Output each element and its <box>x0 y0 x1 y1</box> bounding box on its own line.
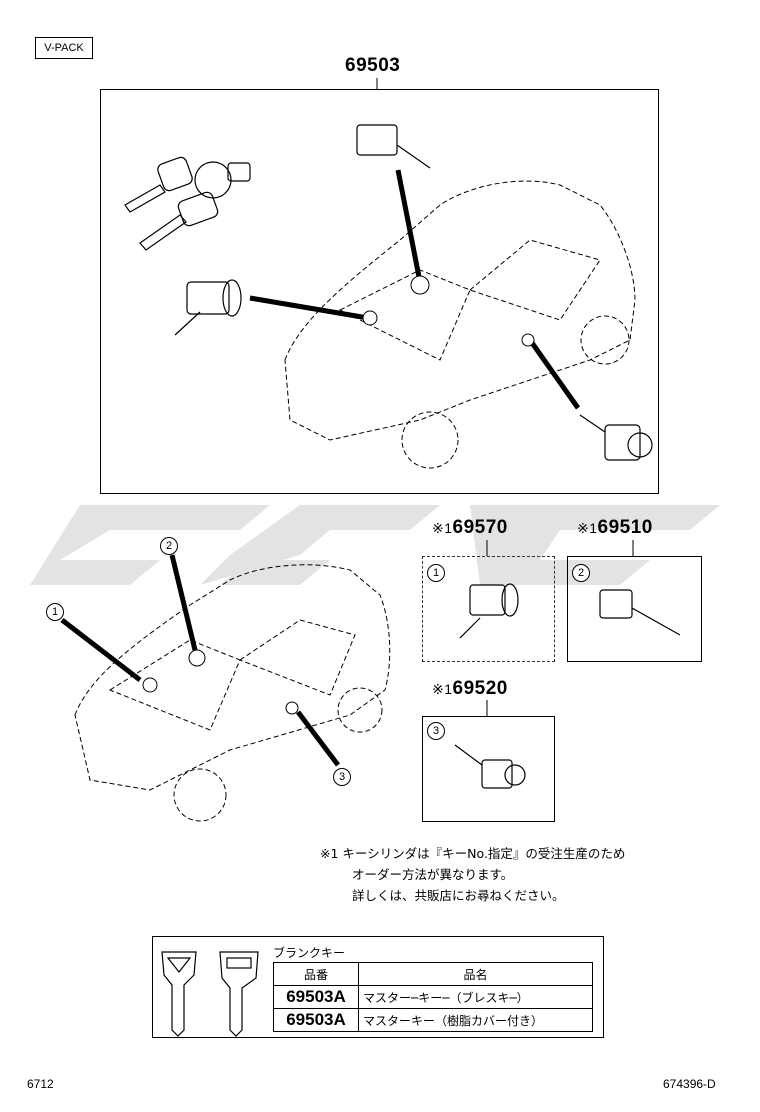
footer-drawing-id: 674396-D <box>663 1077 716 1091</box>
door-cylinder-icon <box>579 414 653 461</box>
row-2-part-number: 69503A <box>273 1008 359 1032</box>
sub-part-69510-ref: 2 <box>572 564 590 582</box>
footer-page-code: 6712 <box>27 1077 54 1091</box>
sub-part-69510-mark: ※1 <box>577 520 598 536</box>
table-row: 69503A マスター─キー─（ブレスキ─） <box>273 985 593 1009</box>
note-line-1: キーシリンダは『キーNo.指定』の受注生産のため <box>342 846 626 861</box>
row-2-part-name: マスターキー（樹脂カバー付き） <box>358 1008 593 1032</box>
main-kit-part-number: 69503 <box>345 55 401 76</box>
order-note: ※1 キーシリンダは『キーNo.指定』の受注生産のため オーダー方法が異なります… <box>320 843 740 906</box>
sub-part-69520-ref: 3 <box>427 722 445 740</box>
header-part-name: 品名 <box>358 962 593 986</box>
rear-door-cylinder-icon <box>356 124 431 169</box>
table-row: 69503A マスターキー（樹脂カバー付き） <box>273 1008 593 1032</box>
table-header-row: 品番 品名 <box>273 962 593 986</box>
row-1-part-number: 69503A <box>273 985 359 1009</box>
sub-part-69570-mark: ※1 <box>432 520 453 536</box>
callout-1: 1 <box>46 603 64 621</box>
blank-key-table: 品番 品名 69503A マスター─キー─（ブレスキ─） 69503A マスター… <box>273 962 593 1032</box>
car-illustration <box>284 180 636 469</box>
sub-part-69520-box <box>422 716 555 822</box>
note-line-3: 詳しくは、共販店にお尋ねください。 <box>352 888 565 903</box>
key-icon <box>124 156 251 251</box>
ignition-cylinder-icon <box>174 279 242 336</box>
callout-2: 2 <box>160 537 178 555</box>
sub-part-69570-ref: 1 <box>427 564 445 582</box>
blank-key-panel <box>152 936 604 1038</box>
note-line-2: オーダー方法が異なります。 <box>352 867 514 882</box>
sub-part-69520-number: 69520 <box>452 678 508 699</box>
row-1-part-name: マスター─キー─（ブレスキ─） <box>358 985 593 1009</box>
callout-3: 3 <box>333 768 351 786</box>
sub-part-69570-box <box>422 556 555 662</box>
note-mark: ※1 <box>320 846 339 861</box>
sub-part-69510-number: 69510 <box>597 517 653 538</box>
sub-part-69520-mark: ※1 <box>432 681 453 697</box>
v-pack-label: V-PACK <box>35 37 93 59</box>
blank-key-title: ブランクキー <box>273 946 346 960</box>
sub-part-69510-box <box>567 556 702 662</box>
main-kit-box <box>100 89 659 494</box>
header-part-number: 品番 <box>273 962 359 986</box>
sub-part-69570-number: 69570 <box>452 517 508 538</box>
